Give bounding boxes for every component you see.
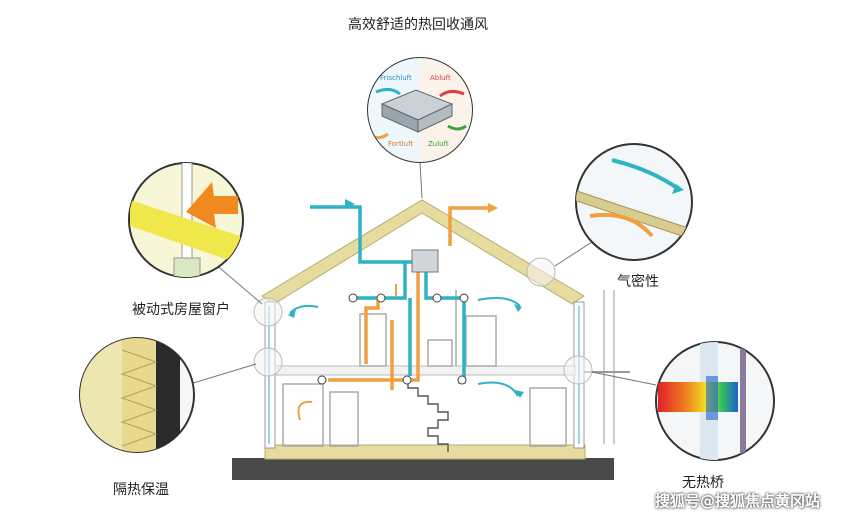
inset-no-thermal-bridge	[655, 341, 775, 461]
exhaust-duct	[328, 206, 492, 390]
vent-nodes	[317, 293, 469, 385]
passive-window-label: 被动式房屋窗户	[132, 302, 230, 318]
exhaust-air-label: Abluft	[430, 74, 451, 82]
inset-insulation	[79, 337, 195, 453]
ventilation-unit-in-attic	[411, 249, 439, 273]
watermark: 搜狐号@搜狐焦点黄冈站	[655, 492, 821, 510]
staircase	[398, 379, 449, 452]
interior-walls	[282, 290, 567, 447]
flow-arrows	[289, 284, 521, 421]
middle-floor-slab	[274, 365, 576, 376]
ground-floor-slab	[264, 444, 586, 460]
no-thermal-bridge-label: 无热桥	[682, 475, 724, 491]
foundation-slab	[232, 458, 614, 480]
inset-ventilation-unit: Frischluft Abluft Fortluft Zuluft	[367, 57, 473, 163]
insulation-label: 隔热保温	[113, 482, 169, 498]
inset-window	[128, 162, 244, 278]
supply-air-label: Zuluft	[428, 140, 449, 148]
callout-lines	[189, 162, 657, 386]
inset-airtightness	[575, 143, 693, 261]
arrowheads	[288, 199, 524, 398]
fresh-air-label: Frischluft	[380, 74, 412, 82]
airtightness-label: 气密性	[617, 274, 659, 290]
highlight-spots	[253, 257, 593, 385]
exterior-downpipe	[603, 290, 615, 444]
diagram-title: 高效舒适的热回收通风	[348, 17, 488, 33]
outgoing-air-label: Fortluft	[388, 140, 413, 148]
